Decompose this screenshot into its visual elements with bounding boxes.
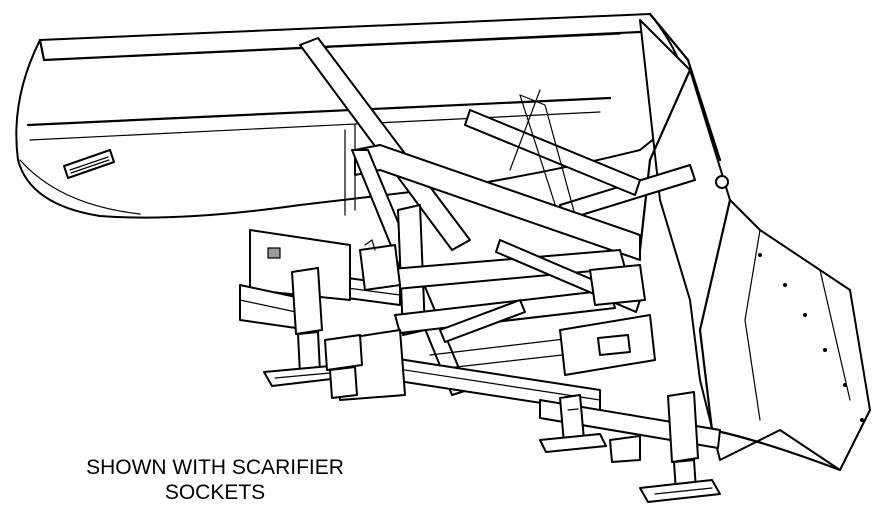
figure-caption: SHOWN WITH SCARIFIER SOCKETS (60, 455, 370, 505)
scarifier-sockets (364, 175, 729, 463)
caption-line-1: SHOWN WITH SCARIFIER (86, 456, 344, 479)
jack-stand-mid (539, 394, 607, 453)
blade-wing (638, 19, 871, 472)
nameplate (63, 149, 115, 179)
caption-line-2: SOCKETS (164, 481, 266, 504)
jack-stand-left (263, 267, 341, 387)
jack-stand-right (639, 391, 721, 503)
push-braces (299, 37, 696, 251)
jack-stand-center (324, 334, 363, 399)
